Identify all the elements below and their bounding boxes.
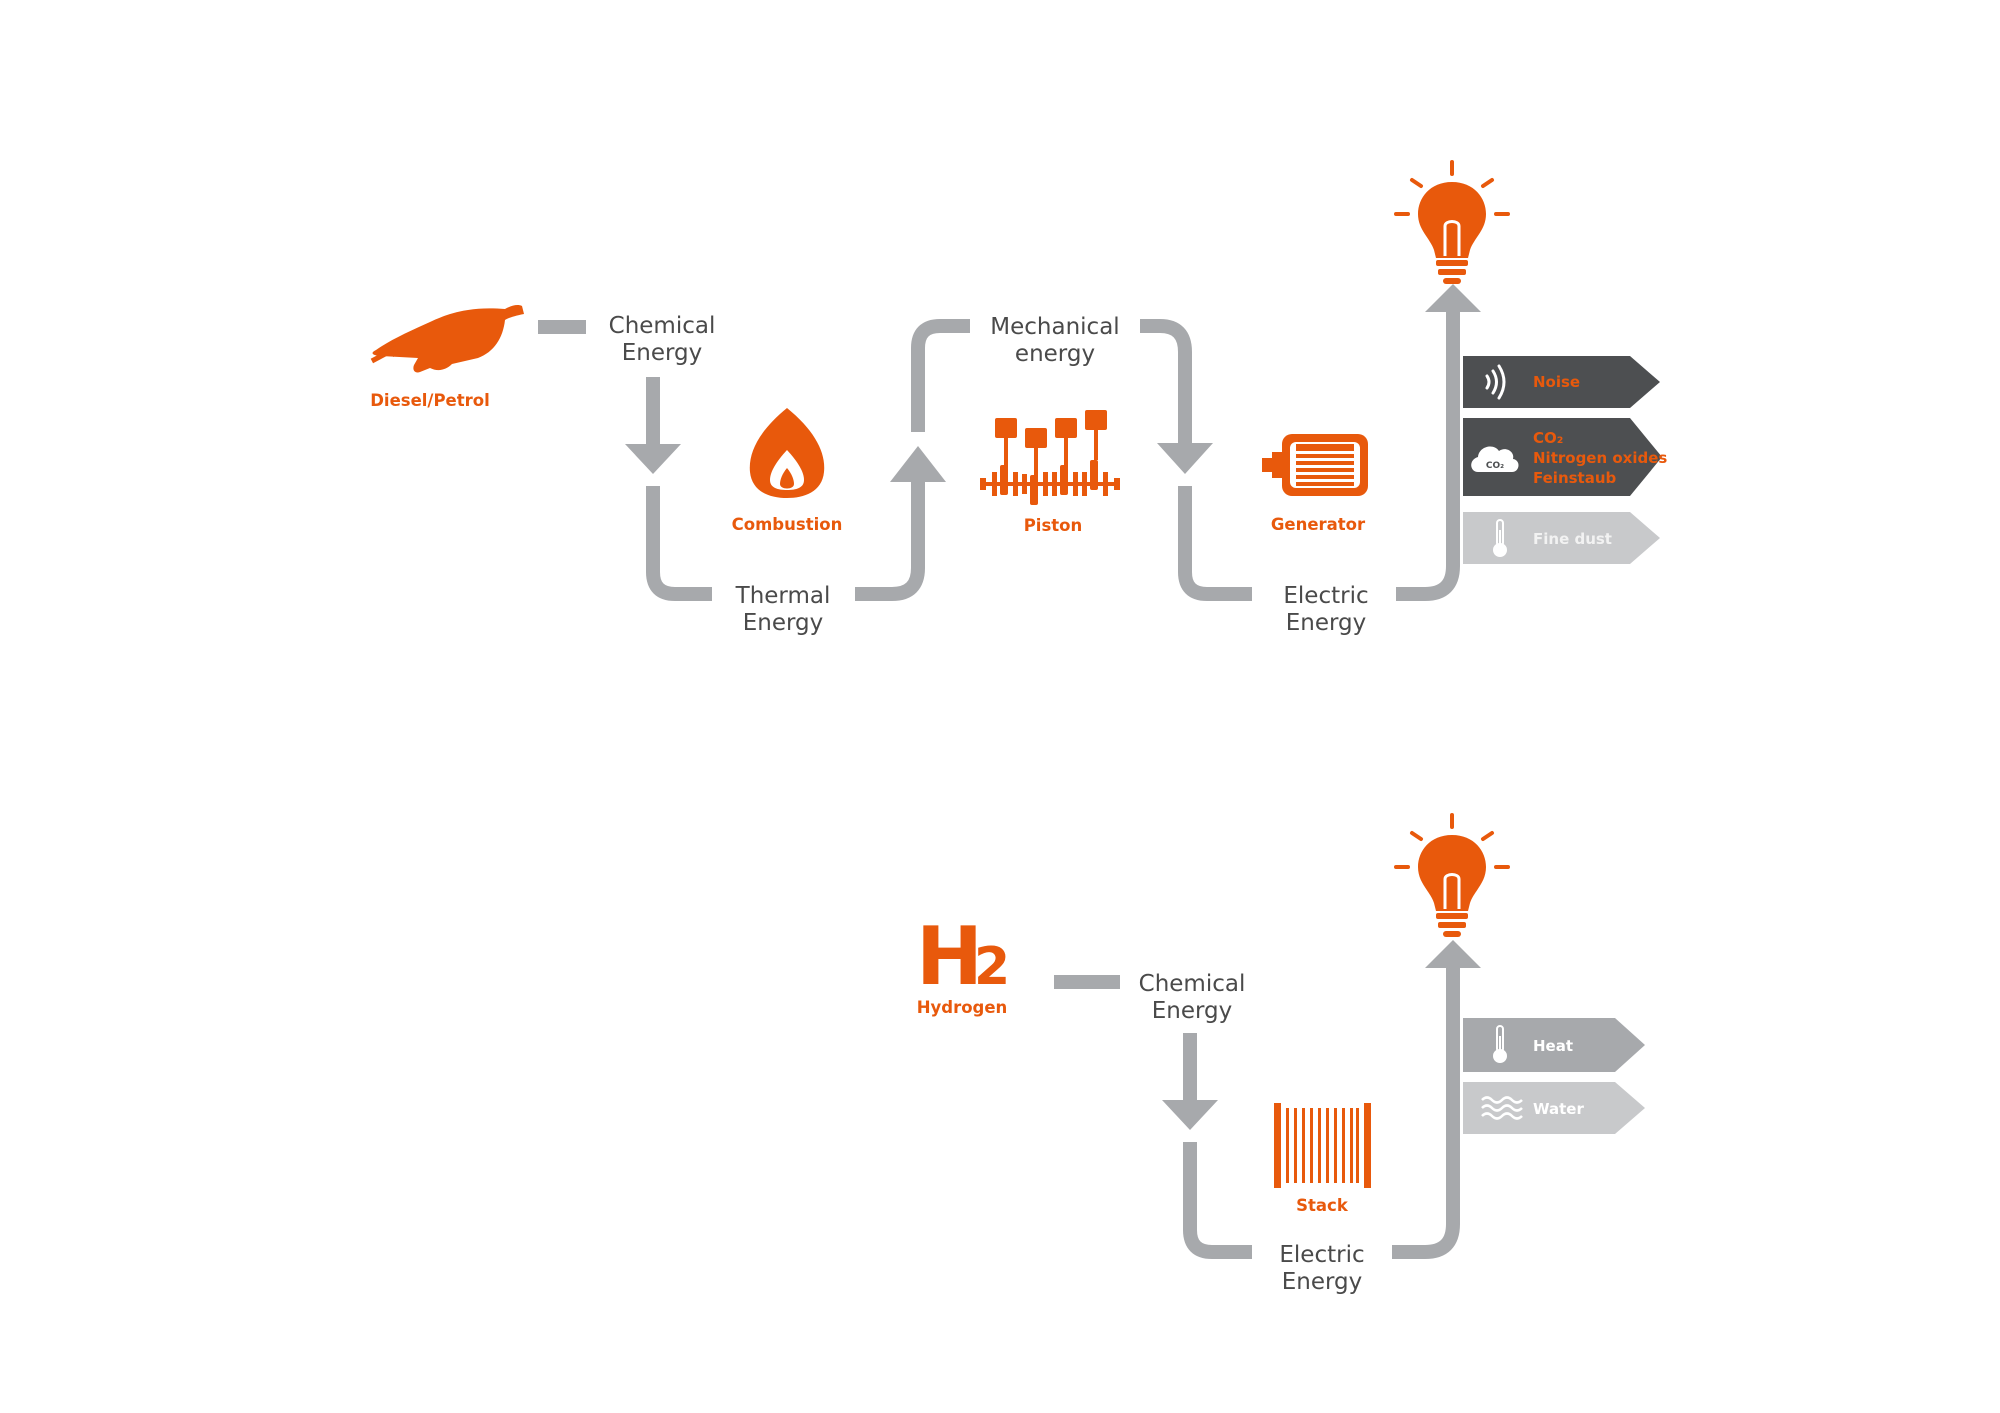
tag-line: Fine dust (1533, 530, 1612, 548)
arrowhead (1157, 443, 1213, 474)
stage-line1: Thermal (735, 583, 831, 609)
stage-line1: Chemical (1139, 971, 1246, 997)
emission-tag-water: Water (1463, 1082, 1645, 1134)
thermometer-icon (1493, 1025, 1507, 1063)
stage-line2: Energy (622, 340, 703, 366)
hydrogen-symbol: H 2 (916, 910, 1010, 1003)
flow-curve (1392, 968, 1460, 1259)
flow-curve (1396, 312, 1460, 601)
fuel-label: Diesel/Petrol (370, 391, 490, 410)
thermometer-icon (1493, 519, 1507, 557)
arrowhead (1162, 1100, 1218, 1130)
tag-line: Nitrogen oxides (1533, 449, 1667, 467)
tag-line: CO₂ (1533, 429, 1563, 447)
flame-icon (749, 408, 825, 498)
emission-tag-heat: Heat (1463, 1018, 1645, 1072)
stage-line2: Energy (1282, 1269, 1363, 1295)
lightbulb-icon (1394, 813, 1510, 937)
combustion-label: Combustion (732, 515, 843, 534)
emission-tag-noise: Noise (1463, 356, 1660, 408)
thermal-energy-stage: Thermal Energy (735, 583, 831, 636)
stage-line2: Energy (1152, 998, 1233, 1024)
generator-label: Generator (1271, 515, 1366, 534)
chemical-energy-stage: Chemical Energy (1139, 971, 1246, 1024)
tag-line: Water (1533, 1100, 1584, 1118)
h2-symbol: H (916, 910, 983, 1003)
emission-tag-exhaust: CO₂ CO₂ Nitrogen oxides Feinstaub (1463, 418, 1667, 496)
stack-label: Stack (1296, 1196, 1349, 1215)
electric-energy-stage: Electric Energy (1279, 1242, 1364, 1295)
arrowhead (1425, 284, 1481, 312)
tag-line: Noise (1533, 373, 1580, 391)
tag-line: Heat (1533, 1037, 1573, 1055)
emission-tag-fine-dust: Fine dust (1463, 512, 1660, 564)
stage-line1: Electric (1283, 583, 1368, 609)
arrowhead (1425, 940, 1481, 968)
water-waves-icon (1481, 1096, 1523, 1120)
combustion-process: Diesel/Petrol Chemical Energy Thermal En… (370, 160, 1667, 636)
lightbulb-icon (1394, 160, 1510, 284)
fuel-nozzle-icon (370, 305, 524, 373)
h2-subscript: 2 (974, 937, 1010, 997)
flow-curve (1183, 1142, 1252, 1259)
tag-line: Feinstaub (1533, 469, 1617, 487)
stage-line1: Chemical (609, 313, 716, 339)
electric-energy-stage: Electric Energy (1283, 583, 1368, 636)
piston-label: Piston (1024, 516, 1083, 535)
sound-waves-icon (1485, 364, 1506, 400)
mechanical-energy-stage: Mechanical energy (990, 314, 1119, 367)
piston-icon (980, 410, 1120, 505)
arrowhead (625, 444, 681, 474)
flow-curve (911, 319, 970, 432)
cloud-co2-icon: CO₂ (1471, 446, 1519, 472)
stage-line2: energy (1015, 341, 1095, 367)
chemical-energy-stage: Chemical Energy (609, 313, 716, 366)
arrowhead (890, 446, 946, 482)
flow-curve (646, 486, 712, 601)
fuel-cell-process: H 2 Hydrogen Chemical Energy (916, 813, 1645, 1295)
fuel-cell-stack-icon (1274, 1103, 1371, 1188)
stage-line2: Energy (1286, 610, 1367, 636)
stage-line1: Electric (1279, 1242, 1364, 1268)
stage-line1: Mechanical (990, 314, 1119, 340)
hydrogen-label: Hydrogen (917, 998, 1008, 1017)
flow-curve (1178, 486, 1252, 601)
cloud-co2-text: CO₂ (1486, 461, 1504, 471)
flow-curve (855, 482, 925, 601)
stage-line2: Energy (743, 610, 824, 636)
generator-icon (1262, 434, 1368, 496)
flow-curve (1140, 319, 1192, 443)
